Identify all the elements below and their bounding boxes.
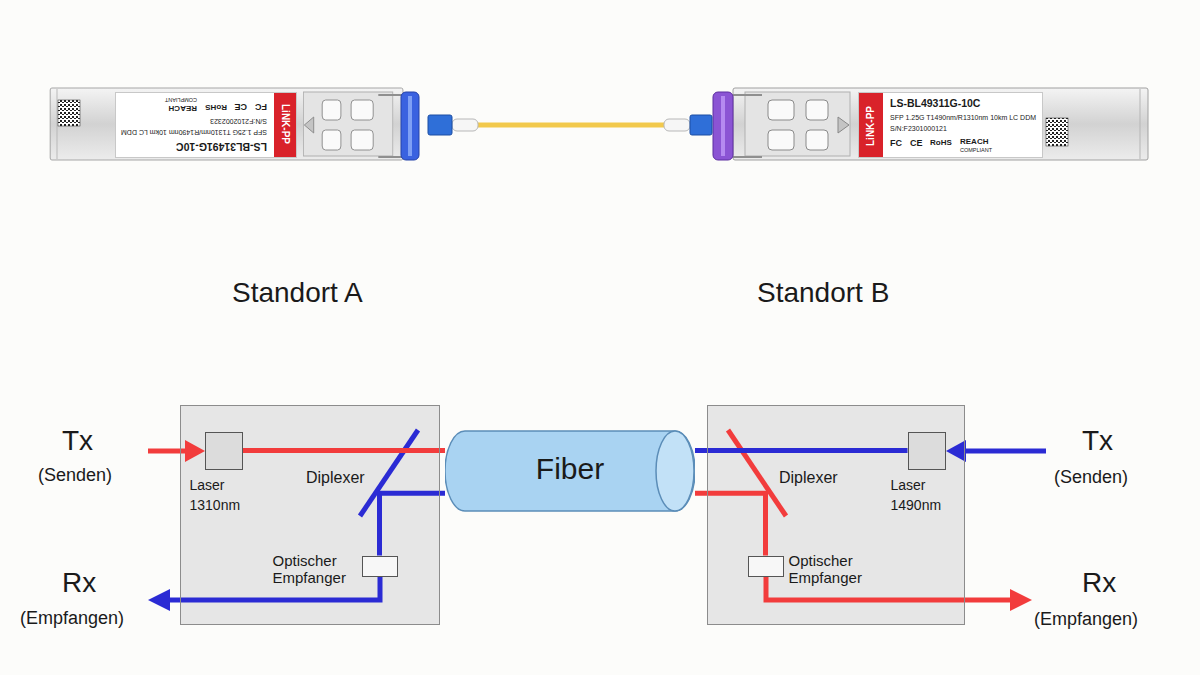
- arrowhead: [185, 440, 205, 462]
- arrowhead: [1010, 589, 1032, 611]
- arrowhead: [946, 440, 966, 462]
- light-path: [695, 448, 908, 453]
- g: [180, 405, 965, 625]
- cert-mark: FC: [890, 138, 902, 149]
- light-path: [695, 493, 766, 555]
- signal-name: Rx: [62, 566, 96, 600]
- bale-highlight: [408, 96, 412, 156]
- part-number: LS-BL31491G-10C: [176, 140, 267, 153]
- cylinder-body: [445, 431, 695, 511]
- site-title: Standort B: [757, 276, 889, 310]
- component-label: Diplexer: [306, 468, 365, 487]
- laser-box: Laser 1490nm: [908, 432, 946, 470]
- fiber-cable: [476, 123, 666, 128]
- site-title: Standort A: [232, 276, 363, 310]
- light-path: [380, 493, 446, 555]
- cert-mark: COMPLIANT: [960, 147, 992, 154]
- receiver-box: Optischer Empfanger: [748, 556, 784, 577]
- component-label: Optischer Empfanger: [789, 552, 879, 586]
- signal-note: (Empfangen): [1034, 608, 1138, 630]
- diplexer-mirror: [360, 430, 418, 516]
- brand-logo: LiNK-PP: [274, 91, 296, 157]
- module-label: LiNK-PP LS-BL31491G-10C SFP 1.25G T1310nm/…: [115, 92, 297, 158]
- signal-name: Tx: [62, 424, 93, 458]
- cable-boot: [452, 119, 478, 131]
- signal-name: Rx: [1082, 566, 1116, 600]
- part-number: LS-BL49311G-10C: [890, 97, 980, 110]
- cert-mark: CE: [234, 101, 247, 112]
- signal-note: (Empfangen): [20, 607, 124, 629]
- serial-number: S/N:F2301000121: [890, 125, 947, 133]
- cert-mark: REACH: [960, 137, 988, 147]
- signal-note: (Senden): [38, 464, 112, 486]
- signal-note: (Senden): [1054, 466, 1128, 488]
- site-box: Diplexer Laser 1310nmOptischer Empfanger: [180, 405, 440, 625]
- sfp-module-right: [733, 88, 1148, 160]
- serial-number: S/N:F2102002323: [210, 117, 267, 125]
- bale-latch-purple: [713, 92, 733, 160]
- light-path: [243, 448, 446, 453]
- cable-boot: [664, 119, 690, 131]
- fiber-cylinder: Fiber: [445, 430, 695, 512]
- arrowhead: [148, 589, 170, 611]
- site-box-fill: [707, 405, 965, 625]
- site-box-fill: [180, 405, 440, 625]
- component-label: Laser 1490nm: [891, 475, 953, 515]
- bale-highlight: [721, 96, 725, 156]
- bale-latch-blue: [401, 92, 419, 160]
- cert-mark: REACH: [169, 103, 197, 113]
- cert-mark: FC: [255, 101, 267, 112]
- medium-label: Fiber: [536, 451, 604, 487]
- cylinder-end: [656, 431, 694, 511]
- module-label: LiNK-PP LS-BL49311G-10C SFP 1.25G T1490nm/…: [858, 92, 1043, 158]
- lc-connector: [690, 115, 712, 135]
- qr-code: [1046, 118, 1068, 146]
- lc-connector: [428, 115, 452, 135]
- signal-name: Tx: [1082, 424, 1113, 458]
- qr-code: [58, 100, 80, 126]
- cert-mark: RoHS: [930, 138, 952, 148]
- component-label: Optischer Empfanger: [273, 552, 357, 586]
- laser-box: Laser 1310nm: [205, 432, 243, 470]
- tx-arrow-line: [148, 449, 190, 454]
- diplexer-mirror: [728, 430, 786, 516]
- brand-logo: LiNK-PP: [859, 93, 883, 159]
- component-label: Laser 1310nm: [190, 475, 252, 515]
- cert-mark: RoHS: [205, 102, 227, 112]
- site-box: Diplexer Laser 1490nmOptischer Empfanger: [707, 405, 965, 625]
- spec-text: SFP 1.25G T1490nm/R1310nm 10km LC DDM: [890, 114, 1036, 122]
- cert-mark: CE: [910, 138, 923, 149]
- tx-arrow-line: [962, 449, 1046, 454]
- receiver-box: Optischer Empfanger: [362, 556, 398, 577]
- component-label: Diplexer: [779, 468, 838, 487]
- spec-text: SFP 1.25G T1310nm/R1490nm 10km LC DDM: [121, 128, 267, 136]
- cert-mark: COMPLIANT: [165, 96, 197, 103]
- sfp-module-left: [50, 88, 403, 160]
